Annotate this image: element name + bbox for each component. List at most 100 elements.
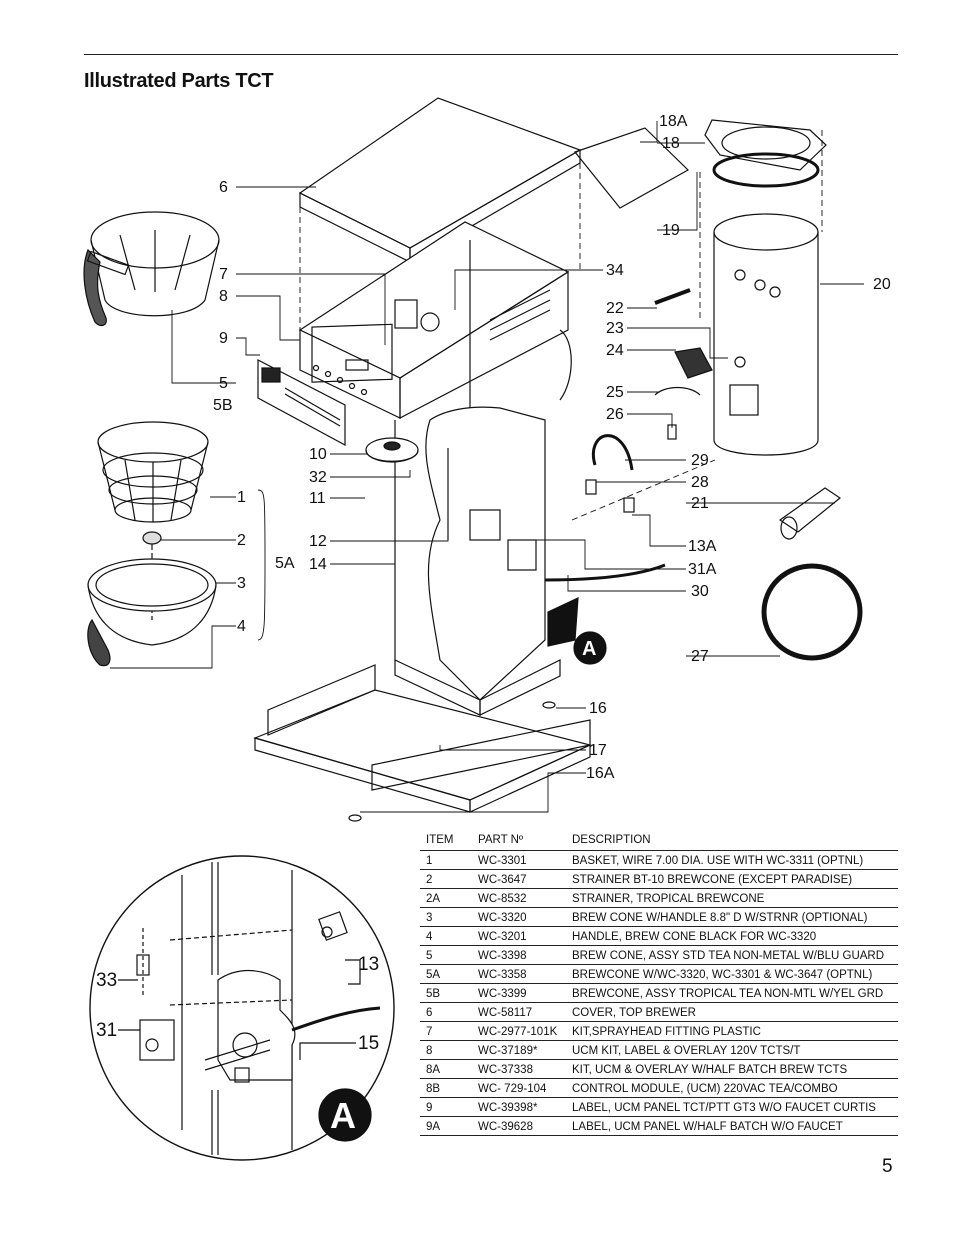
row-item: 3 <box>420 907 478 927</box>
tank-lid-and-gasket-illustration <box>573 119 827 209</box>
callout-6: 6 <box>219 179 228 196</box>
row-part-number: WC-3201 <box>478 926 572 946</box>
alignment-dashes <box>299 130 823 521</box>
callout-19: 19 <box>662 222 680 239</box>
wire-basket-illustration <box>97 421 209 523</box>
row-part-number: WC- 729-104 <box>478 1078 572 1098</box>
brew-cone-with-handle-illustration <box>87 558 217 667</box>
row-description: UCM KIT, LABEL & OVERLAY 120V TCTS/T <box>572 1040 898 1060</box>
row-part-number: WC-3398 <box>478 945 572 965</box>
row-description: CONTROL MODULE, (UCM) 220VAC TEA/COMBO <box>572 1078 898 1098</box>
callout-27: 27 <box>691 648 709 665</box>
callout-14: 14 <box>309 556 327 573</box>
detail-a-marker-label: A <box>582 638 596 660</box>
page-number: 5 <box>882 1156 893 1177</box>
callout-4: 4 <box>237 618 246 635</box>
callout-31: 31 <box>96 1020 117 1041</box>
row-item: 2A <box>420 888 478 908</box>
row-part-number: WC-3647 <box>478 869 572 889</box>
detail-a-badge-label: A <box>330 1095 356 1136</box>
row-item: 9A <box>420 1116 478 1136</box>
row-description: BREWCONE, ASSY TROPICAL TEA NON-MTL W/YE… <box>572 983 898 1003</box>
callout-30: 30 <box>691 583 709 600</box>
callout-16a: 16A <box>586 765 615 782</box>
row-item: 5 <box>420 945 478 965</box>
row-part-number: WC-3358 <box>478 964 572 984</box>
header-part-number: PART Nº <box>478 832 572 851</box>
header-item: ITEM <box>420 832 478 851</box>
callout-31a: 31A <box>688 561 717 578</box>
detail-a-illustration <box>89 855 395 1161</box>
callout-13: 13 <box>358 954 379 975</box>
callout-5a: 5A <box>275 555 295 572</box>
row-item: 4 <box>420 926 478 946</box>
base-drip-tray-illustration <box>253 664 592 822</box>
row-part-number: WC-37189* <box>478 1040 572 1060</box>
leader-lines <box>110 121 864 813</box>
brewer-body-illustration <box>298 221 572 716</box>
sprayhead-illustration <box>365 437 419 463</box>
row-description: BASKET, WIRE 7.00 DIA. USE WITH WC-3311 … <box>572 850 898 870</box>
callout-5b: 5B <box>213 397 233 414</box>
row-part-number: WC-37338 <box>478 1059 572 1079</box>
callout-9: 9 <box>219 330 228 347</box>
callout-2: 2 <box>237 532 246 549</box>
row-description: BREW CONE, ASSY STD TEA NON-METAL W/BLU … <box>572 945 898 965</box>
row-part-number: WC-39398* <box>478 1097 572 1117</box>
callout-23: 23 <box>606 320 624 337</box>
callout-32: 32 <box>309 469 327 486</box>
callout-3: 3 <box>237 575 246 592</box>
row-description: COVER, TOP BREWER <box>572 1002 898 1022</box>
callout-26: 26 <box>606 406 624 423</box>
callout-8: 8 <box>219 288 228 305</box>
callout-17: 17 <box>589 742 607 759</box>
callout-22: 22 <box>606 300 624 317</box>
callout-34: 34 <box>606 262 624 279</box>
top-cover-illustration <box>298 97 582 264</box>
row-description: HANDLE, BREW CONE BLACK FOR WC-3320 <box>572 926 898 946</box>
row-part-number: WC-3320 <box>478 907 572 927</box>
header-description: DESCRIPTION <box>572 832 898 851</box>
row-description: STRAINER, TROPICAL BREWCONE <box>572 888 898 908</box>
water-tank-illustration <box>713 213 819 456</box>
page-title: Illustrated Parts TCT <box>84 70 274 92</box>
callout-15: 15 <box>358 1033 379 1054</box>
callout-24: 24 <box>606 342 624 359</box>
row-item: 5A <box>420 964 478 984</box>
row-part-number: WC-8532 <box>478 888 572 908</box>
callout-5: 5 <box>219 375 228 392</box>
callout-11: 11 <box>309 490 326 507</box>
row-part-number: WC-3399 <box>478 983 572 1003</box>
row-description: STRAINER BT-10 BREWCONE (EXCEPT PARADISE… <box>572 869 898 889</box>
callout-21: 21 <box>691 495 709 512</box>
callout-25: 25 <box>606 384 624 401</box>
row-item: 1 <box>420 850 478 870</box>
tube-and-hose-illustration <box>761 487 863 661</box>
row-item: 8A <box>420 1059 478 1079</box>
row-description: BREW CONE W/HANDLE 8.8" D W/STRNR (OPTIO… <box>572 907 898 927</box>
row-part-number: WC-58117 <box>478 1002 572 1022</box>
row-description: KIT,SPRAYHEAD FITTING PLASTIC <box>572 1021 898 1041</box>
row-description: BREWCONE W/WC-3320, WC-3301 & WC-3647 (O… <box>572 964 898 984</box>
callout-33: 33 <box>96 970 117 991</box>
callout-16: 16 <box>589 700 607 717</box>
row-item: 5B <box>420 983 478 1003</box>
callout-1: 1 <box>237 489 246 506</box>
parts-table-header-row: ITEM PART Nº DESCRIPTION <box>420 832 898 851</box>
row-part-number: WC-2977-101K <box>478 1021 572 1041</box>
row-part-number: WC-39628 <box>478 1116 572 1136</box>
